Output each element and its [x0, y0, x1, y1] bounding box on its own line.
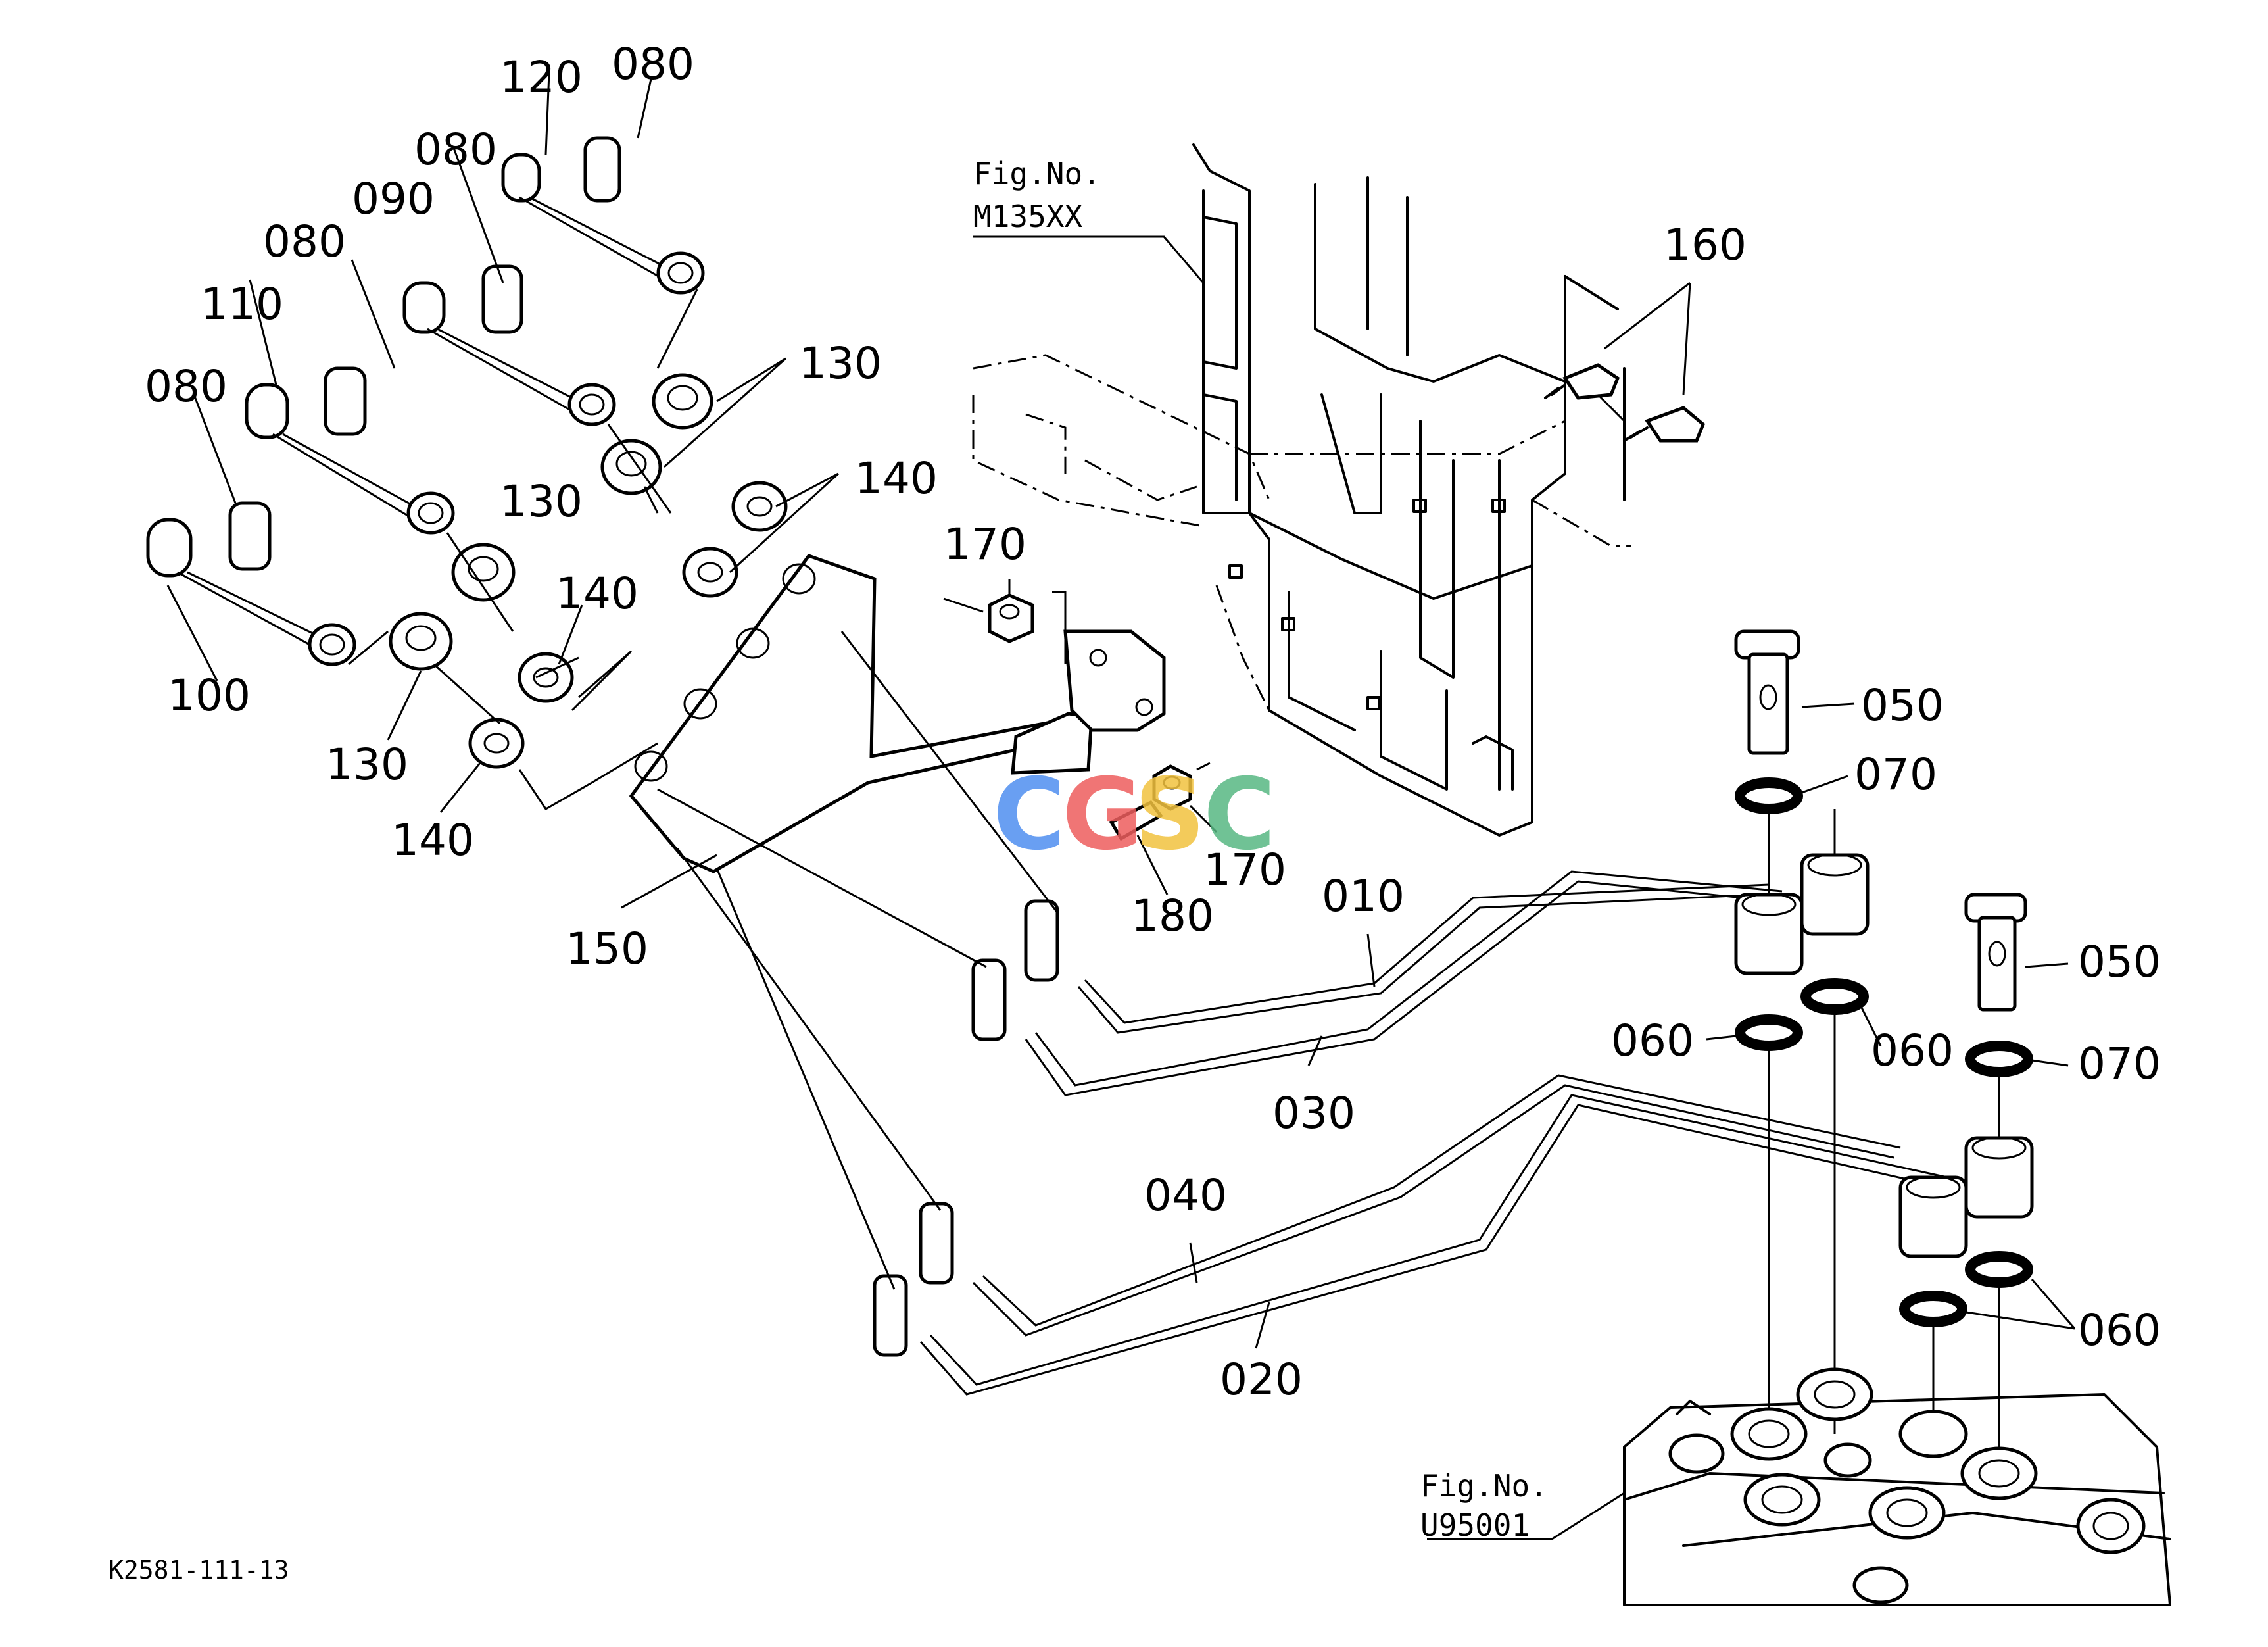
callout-140-b: 140: [556, 568, 639, 619]
callout-140-a: 140: [855, 453, 938, 504]
control-valve: [1623, 1367, 2171, 1606]
callout-080-b: 080: [414, 124, 497, 175]
hardware-parts: [943, 363, 1705, 841]
callout-060-c: 060: [2078, 1305, 2161, 1356]
callout-150: 150: [566, 923, 648, 974]
callout-160: 160: [1664, 220, 1747, 270]
callout-180: 180: [1131, 891, 1214, 941]
fittings-group: [146, 136, 705, 666]
watermark-letter-c1: C: [993, 758, 1065, 872]
callout-060-a: 060: [1611, 1016, 1694, 1066]
pipes: [657, 631, 2034, 1396]
callout-070-b: 070: [2078, 1039, 2161, 1089]
callout-080-a: 080: [612, 39, 694, 89]
callout-090: 090: [352, 174, 435, 224]
watermark-letter-c2: C: [1203, 758, 1276, 872]
callout-020: 020: [1220, 1354, 1303, 1405]
callout-140-c: 140: [391, 815, 474, 866]
nuts-washers: [348, 289, 788, 810]
fig-ref-label-bottom: Fig.No.: [1420, 1468, 1548, 1504]
callout-050-b: 050: [2078, 937, 2161, 987]
leader-lines: [166, 72, 2076, 1540]
callout-120: 120: [500, 52, 583, 103]
callout-130-a: 130: [799, 338, 882, 389]
callout-040: 040: [1144, 1170, 1227, 1221]
fig-ref-label-top: Fig.No.: [973, 156, 1101, 191]
callout-080-c: 080: [263, 216, 346, 267]
watermark-letter-g: G: [1062, 758, 1143, 872]
callout-130-b: 130: [500, 476, 583, 527]
callout-030: 030: [1272, 1088, 1355, 1139]
callout-060-b: 060: [1871, 1025, 1954, 1076]
callout-050-a: 050: [1861, 680, 1944, 731]
watermark-letter-s: S: [1134, 758, 1205, 872]
fig-ref-code-top: M135XX: [973, 199, 1082, 234]
fig-ref-code-bottom: U95001: [1420, 1508, 1530, 1543]
callout-170-b: 170: [1203, 845, 1286, 895]
callout-070-a: 070: [1854, 749, 1937, 800]
callout-110: 110: [201, 279, 283, 330]
callout-080-d: 080: [145, 361, 228, 412]
banjo-bolts-orings: [1734, 629, 2033, 1467]
watermark-logo: C G S C: [993, 758, 1276, 872]
bracket-150: [629, 554, 1166, 873]
drawing-code: K2581-111-13: [109, 1556, 289, 1585]
callout-010: 010: [1322, 871, 1405, 922]
frame-assembly: [972, 143, 1631, 837]
callout-170-a: 170: [944, 519, 1026, 570]
callout-100: 100: [168, 670, 251, 721]
callout-130-c: 130: [326, 739, 408, 790]
